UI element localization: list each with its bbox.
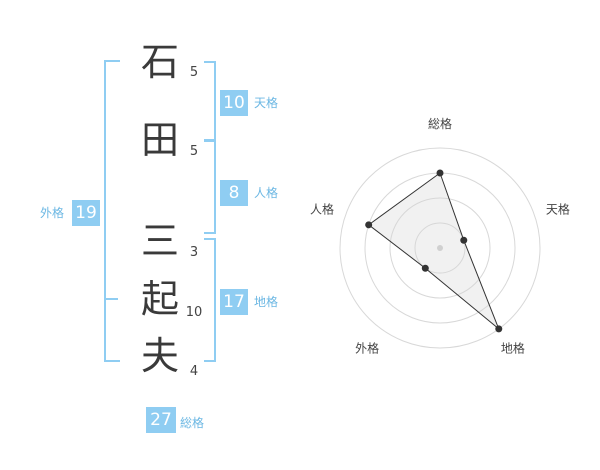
stroke-count-1: 5 <box>189 65 199 80</box>
radar-axis-label: 外格 <box>355 340 379 355</box>
jinkaku-value: 8 <box>220 180 248 206</box>
chikaku-value: 17 <box>220 289 248 315</box>
radar-ring <box>389 197 491 299</box>
stroke-count-5: 4 <box>189 364 199 379</box>
radar-ring <box>339 147 541 349</box>
tenkaku-label: 天格 <box>254 96 279 110</box>
name-char-4: 起 <box>140 277 179 321</box>
stroke-count-3: 3 <box>189 245 199 260</box>
gaikaku-bracket-divider <box>104 298 118 300</box>
chikaku-label: 地格 <box>254 295 279 309</box>
radar-axis-label: 地格 <box>501 340 525 355</box>
radar-point <box>365 221 373 229</box>
radar-point <box>436 169 444 177</box>
gaikaku-value: 19 <box>72 200 100 226</box>
radar-axis-label: 天格 <box>546 202 570 217</box>
name-char-2: 田 <box>140 118 179 162</box>
radar-axis-label: 総格 <box>428 116 452 131</box>
tenkaku-bracket <box>204 61 216 142</box>
tenkaku-value: 10 <box>220 90 248 116</box>
radar-polygon <box>367 172 500 330</box>
name-char-3: 三 <box>140 219 179 263</box>
radar-point <box>421 264 429 272</box>
name-char-1: 石 <box>140 40 179 84</box>
gaikaku-bracket <box>104 60 120 362</box>
gaikaku-label: 外格 <box>40 206 65 220</box>
radar-point <box>460 236 468 244</box>
name-char-5: 夫 <box>140 334 179 378</box>
soukaku-value: 27 <box>146 407 176 433</box>
stroke-count-4: 10 <box>185 305 203 320</box>
radar-ring <box>414 222 466 274</box>
jinkaku-label: 人格 <box>254 186 279 200</box>
radar-axis-label: 人格 <box>310 202 334 217</box>
radar-point <box>495 325 503 333</box>
chikaku-bracket <box>204 238 216 362</box>
radar-center-dot <box>437 245 443 251</box>
jinkaku-bracket <box>204 139 216 234</box>
soukaku-label: 総格 <box>180 416 205 430</box>
stroke-count-2: 5 <box>189 144 199 159</box>
